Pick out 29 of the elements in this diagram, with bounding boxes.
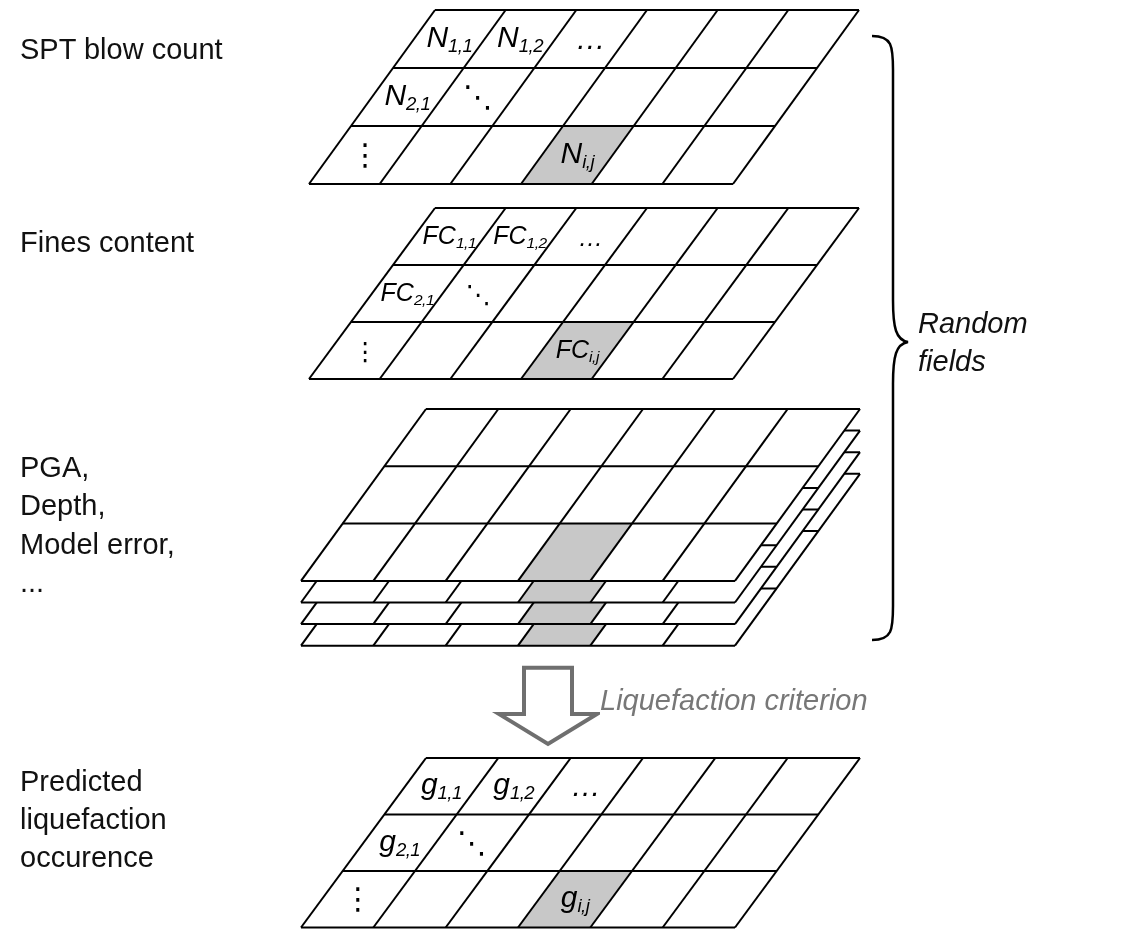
cell-symbol: FC$_{1,2}$ (493, 222, 547, 251)
cell-symbol: FC$_{2,1}$ (380, 279, 435, 308)
side-label: Fines content (20, 225, 196, 260)
side-label: SPT blow count (20, 32, 224, 67)
side-label: Random fields (918, 306, 1029, 379)
cell-symbol: FC$_{i,j}$ (555, 336, 599, 365)
cell-symbol: ⋱ (463, 82, 493, 112)
cell-symbol: ⋱ (457, 827, 487, 858)
side-label: Depth, (20, 488, 107, 523)
cell-symbol: g$_{i,j}$ (560, 882, 590, 916)
cell-symbol: g$_{1,2}$ (493, 769, 535, 803)
cell-symbol: g$_{2,1}$ (379, 826, 421, 860)
cell-symbol: FC$_{1,1}$ (422, 222, 477, 251)
cell-symbol: N$_{1,2}$ (497, 22, 543, 56)
cell-symbol: ⋮ (352, 338, 378, 363)
cell-symbol: N$_{i,j}$ (560, 138, 595, 172)
cell-symbol: … (575, 24, 606, 54)
side-label: ... (20, 565, 46, 600)
cell-symbol: ⋮ (350, 140, 381, 170)
side-label: PGA, (20, 450, 91, 485)
cell-symbol: N$_{1,1}$ (426, 22, 473, 56)
cell-symbol: … (571, 771, 601, 802)
cell-symbol: ⋮ (343, 884, 373, 915)
side-label: Predicted liquefaction occurence (20, 764, 168, 875)
cell-symbol: g$_{1,1}$ (420, 769, 462, 803)
cell-symbol: ⋱ (465, 281, 491, 306)
side-label: Model error, (20, 527, 176, 562)
cell-symbol: N$_{2,1}$ (384, 80, 431, 114)
cell-symbol: … (578, 224, 604, 249)
